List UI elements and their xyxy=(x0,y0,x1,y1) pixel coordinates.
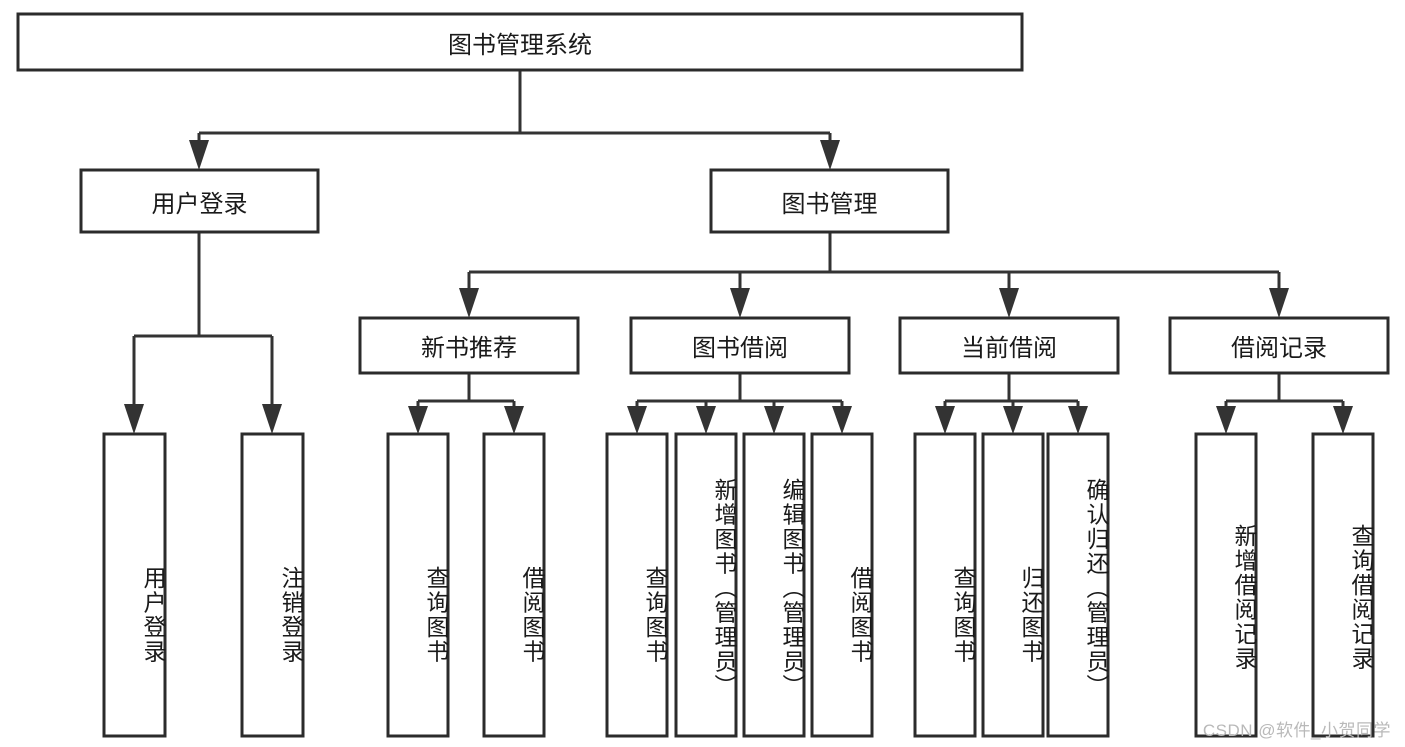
node-box-current-borrow[interactable] xyxy=(898,316,1120,375)
leaf-box-current-borrow-2[interactable] xyxy=(1046,432,1110,738)
arrow-current-borrow-leaf-1 xyxy=(935,406,955,434)
arrow-new-book-leaf-2 xyxy=(504,406,524,434)
leaf-box-user-login-0[interactable] xyxy=(102,432,167,738)
leaf-box-new-book-1[interactable] xyxy=(482,432,546,738)
node-box-borrow-record[interactable] xyxy=(1168,316,1390,375)
node-box-user-login[interactable] xyxy=(79,168,320,234)
arrow-root-to-book-mgmt xyxy=(820,140,840,170)
leaf-box-borrow-record-0[interactable] xyxy=(1194,432,1258,738)
connector-group-user-login xyxy=(124,232,282,434)
leaf-box-current-borrow-0[interactable] xyxy=(913,432,977,738)
node-box-new-book-recommend[interactable] xyxy=(358,316,580,375)
arrow-book-borrow-leaf-4 xyxy=(832,406,852,434)
leaf-box-book-borrow-2[interactable] xyxy=(742,432,806,738)
arrow-borrow-record-leaf-1 xyxy=(1216,406,1236,434)
arrow-current-borrow-leaf-2 xyxy=(1003,406,1023,434)
connector-group-current-borrow xyxy=(935,373,1088,434)
arrow-current-borrow-leaf-3 xyxy=(1068,406,1088,434)
leaf-box-new-book-0[interactable] xyxy=(386,432,450,738)
connector-group-book-mgmt xyxy=(459,232,1289,318)
connector-group-root xyxy=(189,70,840,170)
arrow-book-mgmt-to-current-borrow xyxy=(999,288,1019,318)
leaf-box-user-login-1[interactable] xyxy=(240,432,305,738)
watermark-text: CSDN @软件_小贺同学 xyxy=(1202,721,1391,740)
arrow-book-mgmt-to-new-book xyxy=(459,288,479,318)
arrow-book-mgmt-to-book-borrow xyxy=(730,288,750,318)
node-box-book-borrow[interactable] xyxy=(629,316,851,375)
connector-group-book-borrow xyxy=(627,373,852,434)
arrow-user-login-leaf-2 xyxy=(262,404,282,434)
leaf-box-book-borrow-0[interactable] xyxy=(605,432,669,738)
arrow-new-book-leaf-1 xyxy=(408,406,428,434)
node-box-book-management[interactable] xyxy=(709,168,950,234)
arrow-book-borrow-leaf-2 xyxy=(696,406,716,434)
leaf-box-book-borrow-1[interactable] xyxy=(674,432,738,738)
arrow-user-login-leaf-1 xyxy=(124,404,144,434)
leaf-box-current-borrow-1[interactable] xyxy=(981,432,1045,738)
arrow-book-borrow-leaf-3 xyxy=(764,406,784,434)
node-box-root[interactable] xyxy=(16,12,1024,72)
connector-group-borrow-record xyxy=(1216,373,1353,434)
leaf-box-book-borrow-3[interactable] xyxy=(810,432,874,738)
arrow-root-to-user-login xyxy=(189,140,209,170)
leaf-box-borrow-record-1[interactable] xyxy=(1311,432,1375,738)
arrow-book-borrow-leaf-1 xyxy=(627,406,647,434)
arrow-borrow-record-leaf-2 xyxy=(1333,406,1353,434)
connector-group-new-book xyxy=(408,373,524,434)
arrow-book-mgmt-to-borrow-record xyxy=(1269,288,1289,318)
